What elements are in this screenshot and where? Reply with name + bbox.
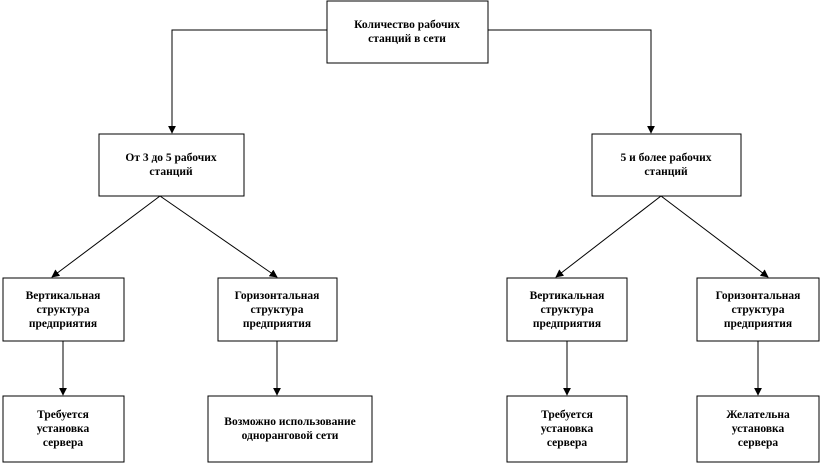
node-left-horizontal-label-line: структура (251, 304, 304, 316)
node-left-horizontal-label-line: предприятия (243, 318, 311, 330)
node-right-mid-label-line: станций (644, 166, 688, 178)
node-left-vertical-result-label-line: сервера (43, 437, 83, 449)
node-left-horizontal-result: Возможно использование одноранговой сети (207, 395, 373, 463)
node-root-label-line: Количество рабочих (354, 19, 460, 31)
node-root: Количество рабочих станций в сети (326, 0, 489, 64)
node-right-vertical-result-label-line: установка (541, 423, 594, 435)
node-left-vertical: Вертикальная структура предприятия (2, 277, 125, 342)
edge-root-right-mid (488, 29, 655, 134)
edge-left-mid-left-vertical (51, 195, 161, 278)
node-left-vertical-label-line: предприятия (29, 318, 97, 330)
node-left-vertical-result-label-line: Требуется (37, 409, 89, 421)
node-right-horizontal-box (696, 277, 820, 342)
node-right-horizontal-result-label-line: установка (732, 423, 785, 435)
node-right-horizontal-label-line: Горизонтальная (716, 290, 801, 302)
node-left-vertical-result: Требуется установка сервера (2, 395, 125, 463)
node-right-vertical-label-line: Вертикальная (530, 290, 605, 302)
node-left-vertical-result-label-line: установка (37, 423, 90, 435)
node-right-horizontal-label-line: предприятия (724, 318, 792, 330)
node-left-horizontal: Горизонтальная структура предприятия (217, 277, 338, 342)
node-left-mid-label-line: станций (149, 166, 193, 178)
node-left-horizontal-label-line: Горизонтальная (235, 290, 320, 302)
edge-left-mid-left-horizontal (159, 195, 278, 278)
node-right-horizontal-result-label-line: Желательна (726, 409, 790, 421)
node-right-horizontal: Горизонтальная структура предприятия (696, 277, 820, 342)
node-right-horizontal-result-box (696, 395, 820, 463)
node-left-vertical-result-box (2, 395, 125, 463)
node-right-mid-box (591, 133, 742, 197)
node-right-vertical-result: Требуется установка сервера (506, 395, 628, 463)
node-root-label-line: станций в сети (368, 33, 446, 45)
node-left-vertical-box (2, 277, 125, 342)
node-right-vertical-result-box (506, 395, 628, 463)
node-right-horizontal-result-label-line: сервера (738, 437, 778, 449)
node-right-horizontal-result: Желательна установка сервера (696, 395, 820, 463)
node-left-vertical-label-line: структура (37, 304, 90, 316)
edge-right-mid-right-vertical (555, 195, 662, 278)
node-left-mid: От 3 до 5 рабочих станций (98, 133, 245, 197)
node-right-vertical: Вертикальная структура предприятия (506, 277, 628, 342)
node-left-horizontal-box (217, 277, 338, 342)
node-right-vertical-label-line: структура (541, 304, 594, 316)
edge-right-mid-right-horizontal (660, 195, 769, 278)
node-root-box (326, 0, 489, 64)
node-left-horizontal-result-label-line: Возможно использование (224, 416, 355, 428)
node-right-vertical-box (506, 277, 628, 342)
edges (51, 29, 769, 396)
node-left-mid-box (98, 133, 245, 197)
node-right-mid: 5 и более рабочих станций (591, 133, 742, 197)
edge-root-left-mid (168, 29, 327, 134)
node-left-horizontal-result-box (207, 395, 373, 463)
node-right-vertical-label-line: предприятия (533, 318, 601, 330)
node-left-vertical-label-line: Вертикальная (26, 290, 101, 302)
node-right-horizontal-label-line: структура (732, 304, 785, 316)
node-right-vertical-result-label-line: Требуется (541, 409, 593, 421)
node-right-vertical-result-label-line: сервера (547, 437, 587, 449)
node-right-mid-label-line: 5 и более рабочих (621, 152, 712, 164)
node-left-mid-label-line: От 3 до 5 рабочих (125, 152, 216, 164)
node-left-horizontal-result-label-line: одноранговой сети (242, 430, 339, 442)
